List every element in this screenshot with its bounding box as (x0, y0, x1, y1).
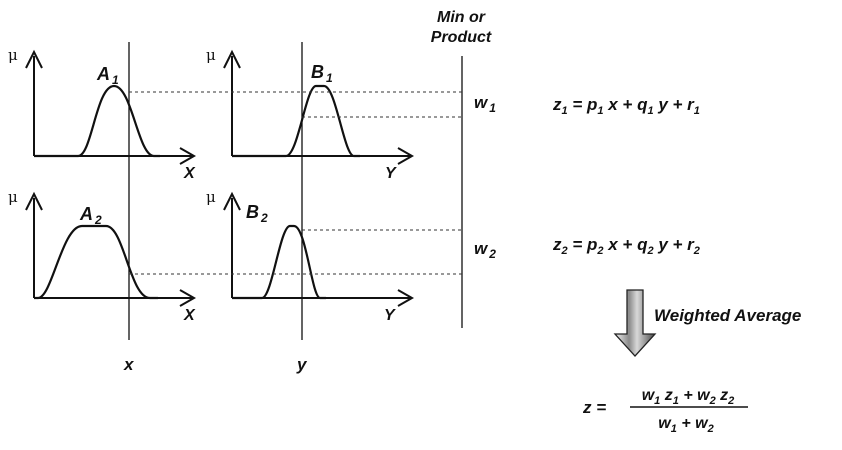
rule1-b1-axis-label: Y (385, 165, 397, 182)
header-line2: Product (431, 29, 492, 46)
rule2-b2-mu-arrowhead (223, 191, 241, 211)
rule1-b1-membership-curve (232, 84, 360, 158)
header-line1: Min or (437, 9, 486, 26)
rule2-b2-axis-label: Y (384, 307, 396, 324)
weighted-average-label: Weighted Average (654, 306, 801, 325)
rule2-a2-axis-label: X (183, 307, 196, 324)
rule1-a1-mu-symbol: μ (8, 46, 18, 64)
rule2-output-equation: z2 = p2 x + q2 y + r2 (552, 235, 700, 257)
rule1-b1-y-arrowhead (397, 147, 415, 165)
rule1-a1-x-arrowhead (179, 147, 197, 165)
input-y-label: y (296, 355, 308, 374)
final-output-denominator: w1 + w2 (658, 415, 713, 435)
rule2-b2-membership-curve (232, 224, 326, 300)
rule1-output-equation: z1 = p1 x + q1 y + r1 (552, 95, 700, 117)
weighted-average-arrow-icon (613, 289, 657, 357)
rule2-b2-y-arrowhead (397, 289, 415, 307)
input-x-label: x (123, 355, 135, 374)
final-output-z: z = (582, 398, 606, 417)
final-output-formula: z = w1 z1 + w2 z2 w1 + w2 (582, 387, 748, 435)
rule1-b1-mu-symbol: μ (206, 46, 216, 64)
rule2-a2-mu-arrowhead (25, 191, 43, 211)
rule1-a1-membership-curve (34, 84, 160, 158)
rule2-b2-mu-symbol: μ (206, 188, 216, 206)
rule1-b1-mu-arrowhead (223, 49, 241, 69)
rule2-a2-x-arrowhead (179, 289, 197, 307)
rule2-a2-mu-symbol: μ (8, 188, 18, 206)
rule1-a1-mu-arrowhead (25, 49, 43, 69)
rule1-a1-axis-label: X (183, 165, 196, 182)
final-output-numerator: w1 z1 + w2 z2 (642, 387, 735, 407)
rule2-a2-membership-curve (34, 224, 158, 300)
